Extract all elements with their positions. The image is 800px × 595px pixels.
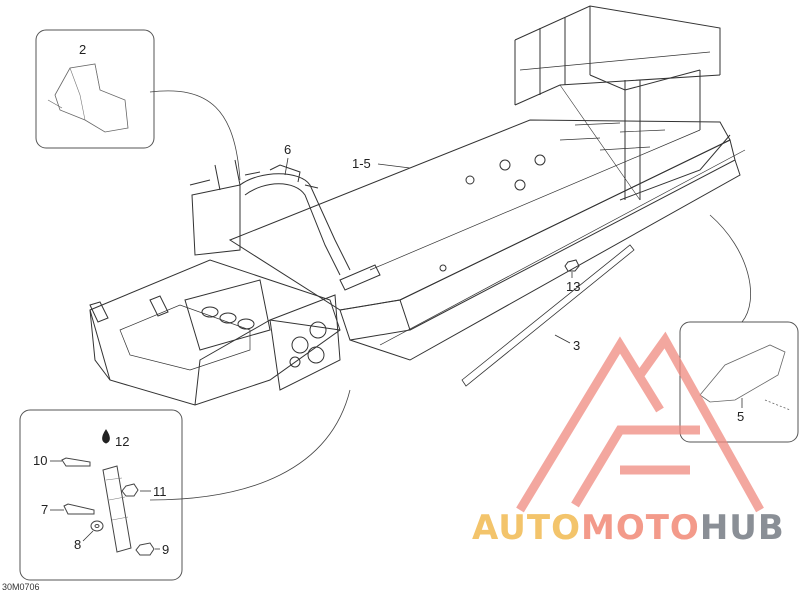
label-part-13: 13 [566, 279, 580, 294]
diagram-reference-code: 30M0706 [2, 582, 40, 592]
callout-box-hardware [19, 409, 183, 581]
part-labels: 2 6 1-5 13 3 5 10 12 11 7 8 9 30M0706 [2, 42, 744, 592]
label-part-6: 6 [284, 142, 291, 157]
chassis-frame [89, 5, 746, 406]
label-part-12: 12 [115, 434, 129, 449]
front-section [89, 259, 341, 406]
label-part-5: 5 [737, 409, 744, 424]
label-part-1-5: 1-5 [352, 156, 371, 171]
rear-rack [514, 5, 731, 201]
label-part-8: 8 [74, 537, 81, 552]
rail-tube-part-3 [461, 244, 635, 387]
label-part-2: 2 [79, 42, 86, 57]
watermark-text-moto: MOTO [580, 508, 700, 548]
watermark-logo [516, 331, 764, 513]
watermark-text-auto: AUTO [472, 508, 581, 548]
watermark-text: AUTOMOTOHUB [472, 508, 785, 548]
label-part-9: 9 [162, 542, 169, 557]
callout-box-part-5 [679, 321, 799, 443]
label-part-3: 3 [573, 338, 580, 353]
watermark-text-hub: HUB [699, 508, 785, 548]
fastener-part-13 [564, 259, 580, 272]
label-part-10: 10 [33, 453, 47, 468]
callout-box-part-2 [35, 29, 155, 149]
leader-lines [149, 90, 751, 501]
steering-hoop [189, 159, 381, 291]
label-part-7: 7 [41, 502, 48, 517]
label-part-11: 11 [153, 484, 167, 499]
